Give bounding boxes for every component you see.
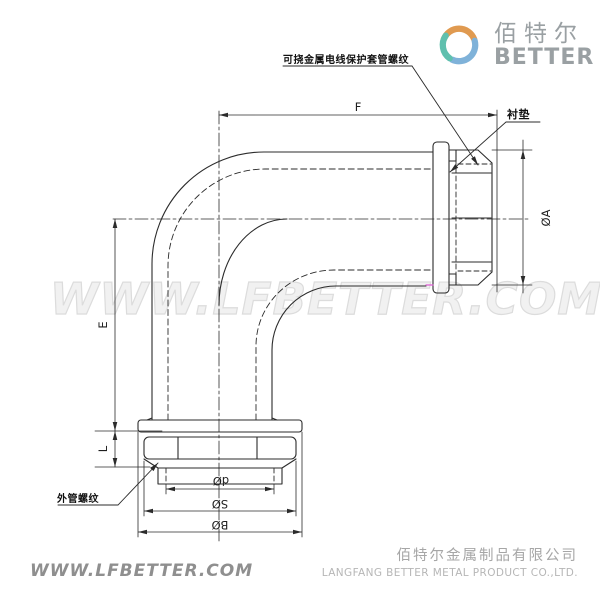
dimension-label-OA: ØA — [539, 209, 553, 227]
dimension-label-OS: ØS — [211, 497, 229, 511]
fitting-head — [432, 141, 493, 294]
arrowheads — [112, 112, 526, 535]
brand-logo: 佰特尔 BETTER — [436, 22, 594, 69]
dimension-label-F: F — [354, 100, 362, 114]
company-name-cn: 佰特尔金属制品有限公司 — [396, 548, 578, 564]
centerlines — [112, 110, 531, 542]
dimension-label-L: L — [96, 445, 110, 453]
leader-lines — [57, 65, 541, 506]
company-name-en: LANGFANG BETTER METAL PRODUCT CO.,LTD. — [321, 567, 578, 579]
dimension-label-E: E — [96, 321, 110, 329]
fitting-bottom — [137, 417, 303, 485]
dimension-label-OB: ØB — [211, 518, 229, 532]
brand-name-en: BETTER — [494, 45, 595, 71]
swirl-logo-icon — [439, 25, 479, 65]
callout-outer-thread: 外管螺纹 — [57, 494, 99, 505]
watermark-text: WWW.LFBETTER.COM — [49, 273, 600, 325]
hidden-lines — [167, 168, 434, 421]
dimension-label-Od: Ød — [212, 474, 230, 488]
dimension-lines — [94, 109, 533, 538]
gasket-ring — [432, 141, 450, 294]
callout-gasket: 衬垫 — [507, 108, 530, 121]
hex-section — [143, 436, 297, 460]
brand-name-cn: 佰特尔 — [494, 21, 584, 47]
footer-company-block: 佰特尔金属制品有限公司 LANGFANG BETTER METAL PRODUC… — [322, 544, 578, 579]
footer-website-link[interactable]: WWW.LFBETTER.COM — [30, 561, 254, 581]
bottom-flange — [137, 419, 303, 433]
callout-conduit-thread: 可挠金属电线保护套管螺纹 — [283, 55, 409, 66]
elbow-outline — [151, 151, 434, 421]
